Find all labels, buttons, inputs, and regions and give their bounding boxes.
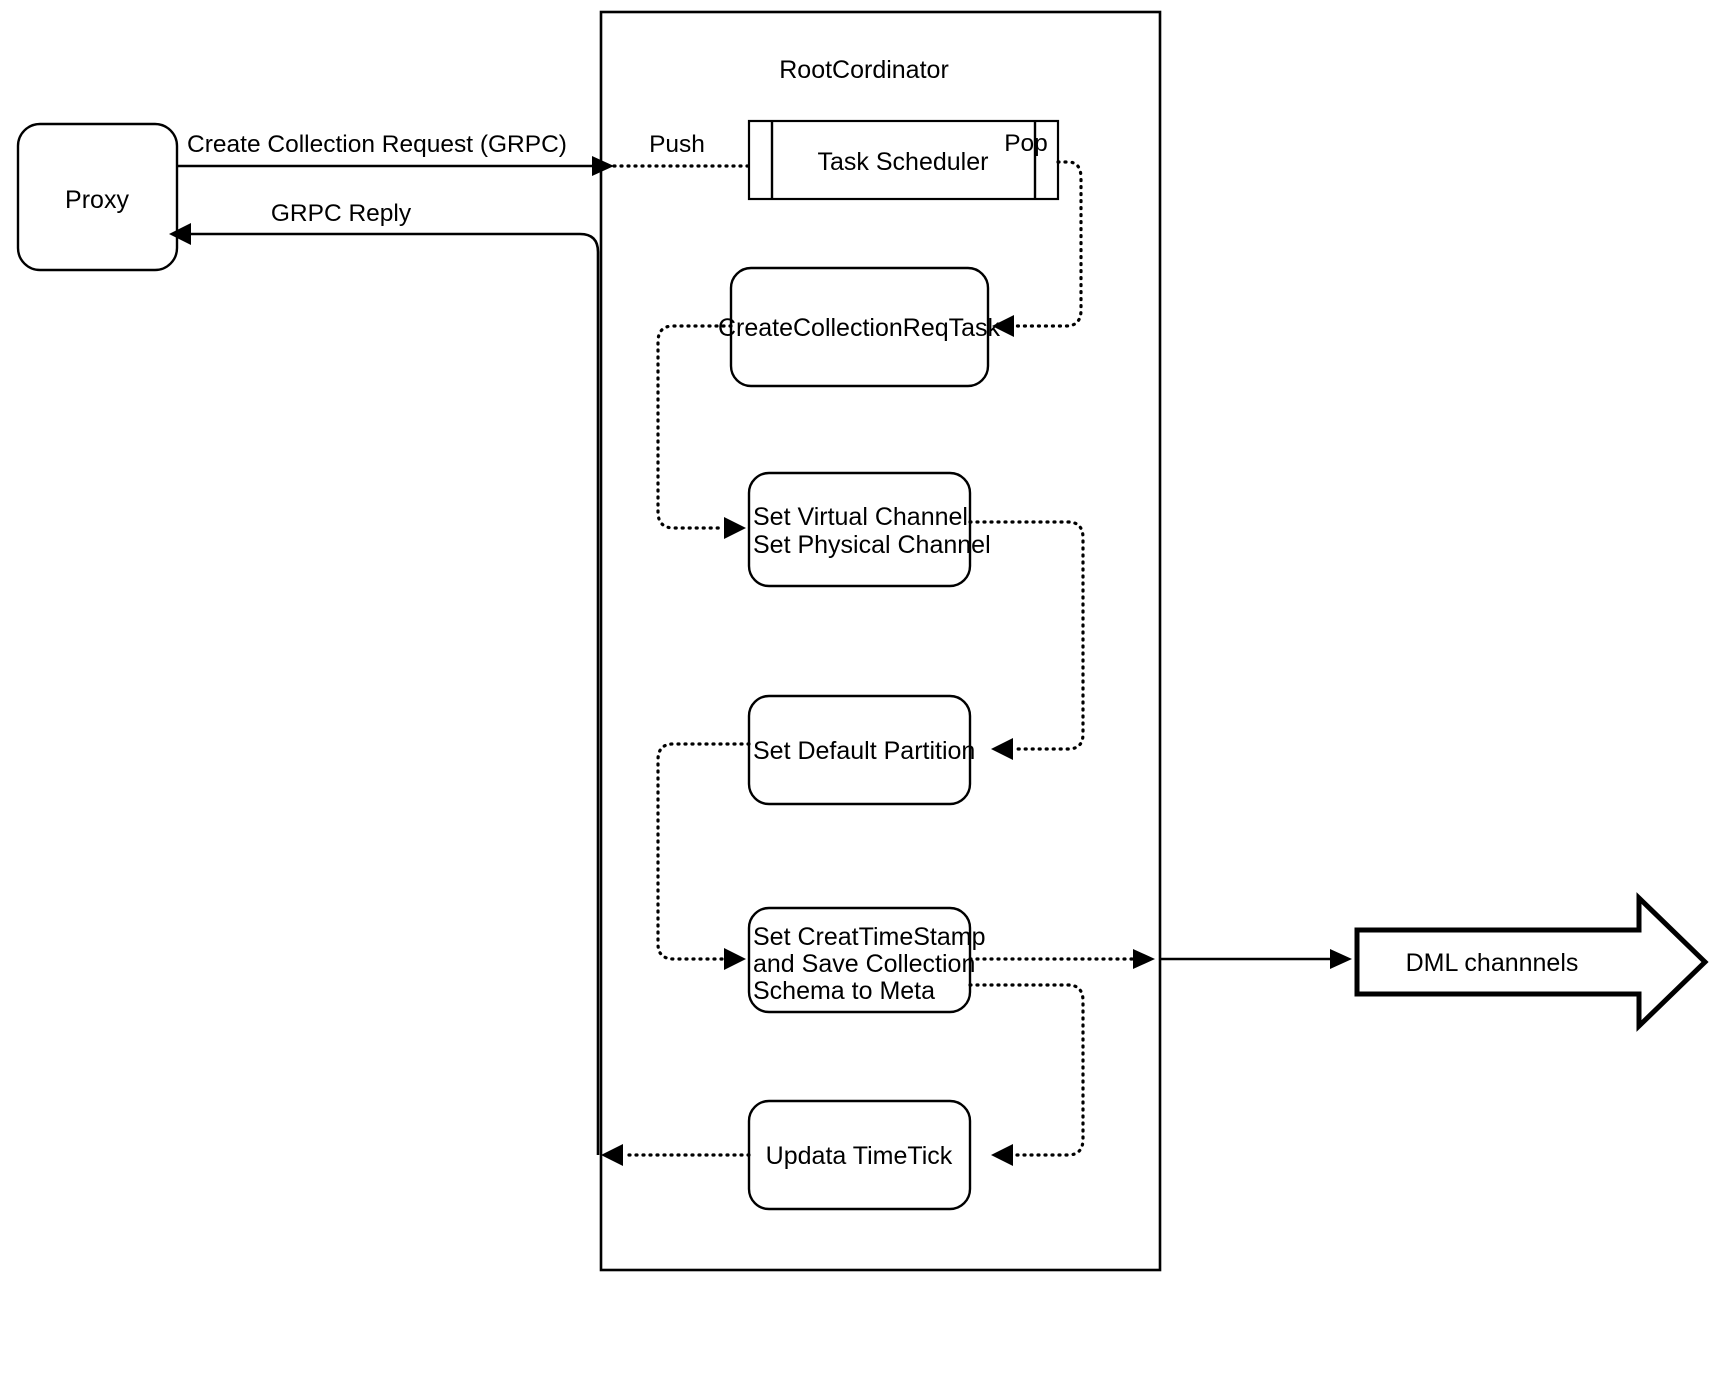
arrowhead-right-icon	[1133, 949, 1155, 969]
set-channels-label-line-1: Set Virtual Channel	[753, 503, 968, 531]
block-arrow-right-icon	[1354, 892, 1709, 1032]
proxy-label: Proxy	[65, 186, 129, 214]
edge-set-creat-timestamp-to-updata-timetick[interactable]	[968, 983, 1085, 1166]
edge-line	[656, 742, 751, 961]
arrowhead-right-icon	[724, 948, 746, 970]
edge-create-collection-req-task-to-set-channels[interactable]	[656, 324, 746, 539]
updata-timetick-label: Updata TimeTick	[766, 1142, 953, 1170]
node-set-channels[interactable]: Set Virtual Channel Set Physical Channel	[747, 471, 991, 588]
set-creat-timestamp-label-line-3: Schema to Meta	[753, 977, 935, 1005]
task-scheduler-label: Task Scheduler	[818, 148, 989, 176]
set-default-partition-box	[747, 694, 972, 806]
edge-set-default-partition-to-set-creat-timestamp[interactable]	[656, 742, 751, 970]
edge-pop-to-create-collection-req-task[interactable]: Pop	[992, 130, 1083, 337]
arrowhead-right-icon	[592, 156, 614, 176]
proxy-node-icon	[16, 122, 179, 272]
set-channels-box	[747, 471, 972, 588]
arrowhead-left-icon-2	[169, 223, 191, 245]
set-creat-timestamp-label-line-1: Set CreatTimeStamp	[753, 923, 985, 951]
edge-line	[968, 520, 1085, 751]
task-scheduler-box	[747, 119, 1060, 201]
node-dml-channels[interactable]: DML channnels	[1354, 892, 1709, 1032]
edge-label-pop: Pop	[1004, 130, 1048, 157]
edge-label-create-collection-request: Create Collection Request (GRPC)	[187, 131, 567, 158]
dml-channels-label: DML channnels	[1406, 949, 1579, 977]
edge-set-channels-to-set-default-partition[interactable]	[968, 520, 1085, 760]
arrowhead-right-icon	[724, 517, 746, 539]
edge-label-grpc-reply: GRPC Reply	[271, 200, 412, 227]
node-set-default-partition[interactable]: Set Default Partition	[747, 694, 975, 806]
edge-line	[968, 983, 1085, 1157]
set-creat-timestamp-label-line-2: and Save Collection	[753, 950, 975, 978]
container-rootcordinator[interactable]: RootCordinator	[599, 10, 1162, 1272]
create-collection-req-task-label: CreateCollectionReqTask	[718, 314, 1001, 342]
arrowhead-left-icon	[991, 738, 1013, 760]
edge-line	[656, 324, 733, 530]
set-default-partition-label: Set Default Partition	[753, 737, 975, 765]
arrowhead-left-icon	[992, 315, 1014, 337]
arrowhead-right-icon-2	[1330, 949, 1352, 969]
arrowhead-left-icon	[991, 1144, 1013, 1166]
set-channels-label-line-2: Set Physical Channel	[753, 531, 991, 559]
rootcordinator-label: RootCordinator	[779, 56, 949, 84]
edge-line-solid	[191, 232, 600, 1155]
node-task-scheduler[interactable]: Task Scheduler	[747, 119, 1060, 201]
edge-updata-timetick-to-proxy[interactable]: GRPC Reply	[169, 200, 751, 1166]
node-updata-timetick[interactable]: Updata TimeTick	[747, 1099, 972, 1211]
edge-label-push: Push	[649, 131, 705, 158]
node-set-creat-timestamp[interactable]: Set CreatTimeStamp and Save Collection S…	[747, 906, 985, 1014]
arrowhead-left-icon	[601, 1144, 623, 1166]
node-proxy[interactable]: Proxy	[16, 122, 179, 272]
rootcordinator-border	[599, 10, 1162, 1272]
edge-set-creat-timestamp-to-dml-channels[interactable]	[968, 949, 1352, 969]
edge-line	[1012, 160, 1083, 328]
node-create-collection-req-task[interactable]: CreateCollectionReqTask	[718, 266, 1001, 388]
edge-proxy-to-rootcordinator[interactable]: Create Collection Request (GRPC)	[177, 131, 614, 176]
